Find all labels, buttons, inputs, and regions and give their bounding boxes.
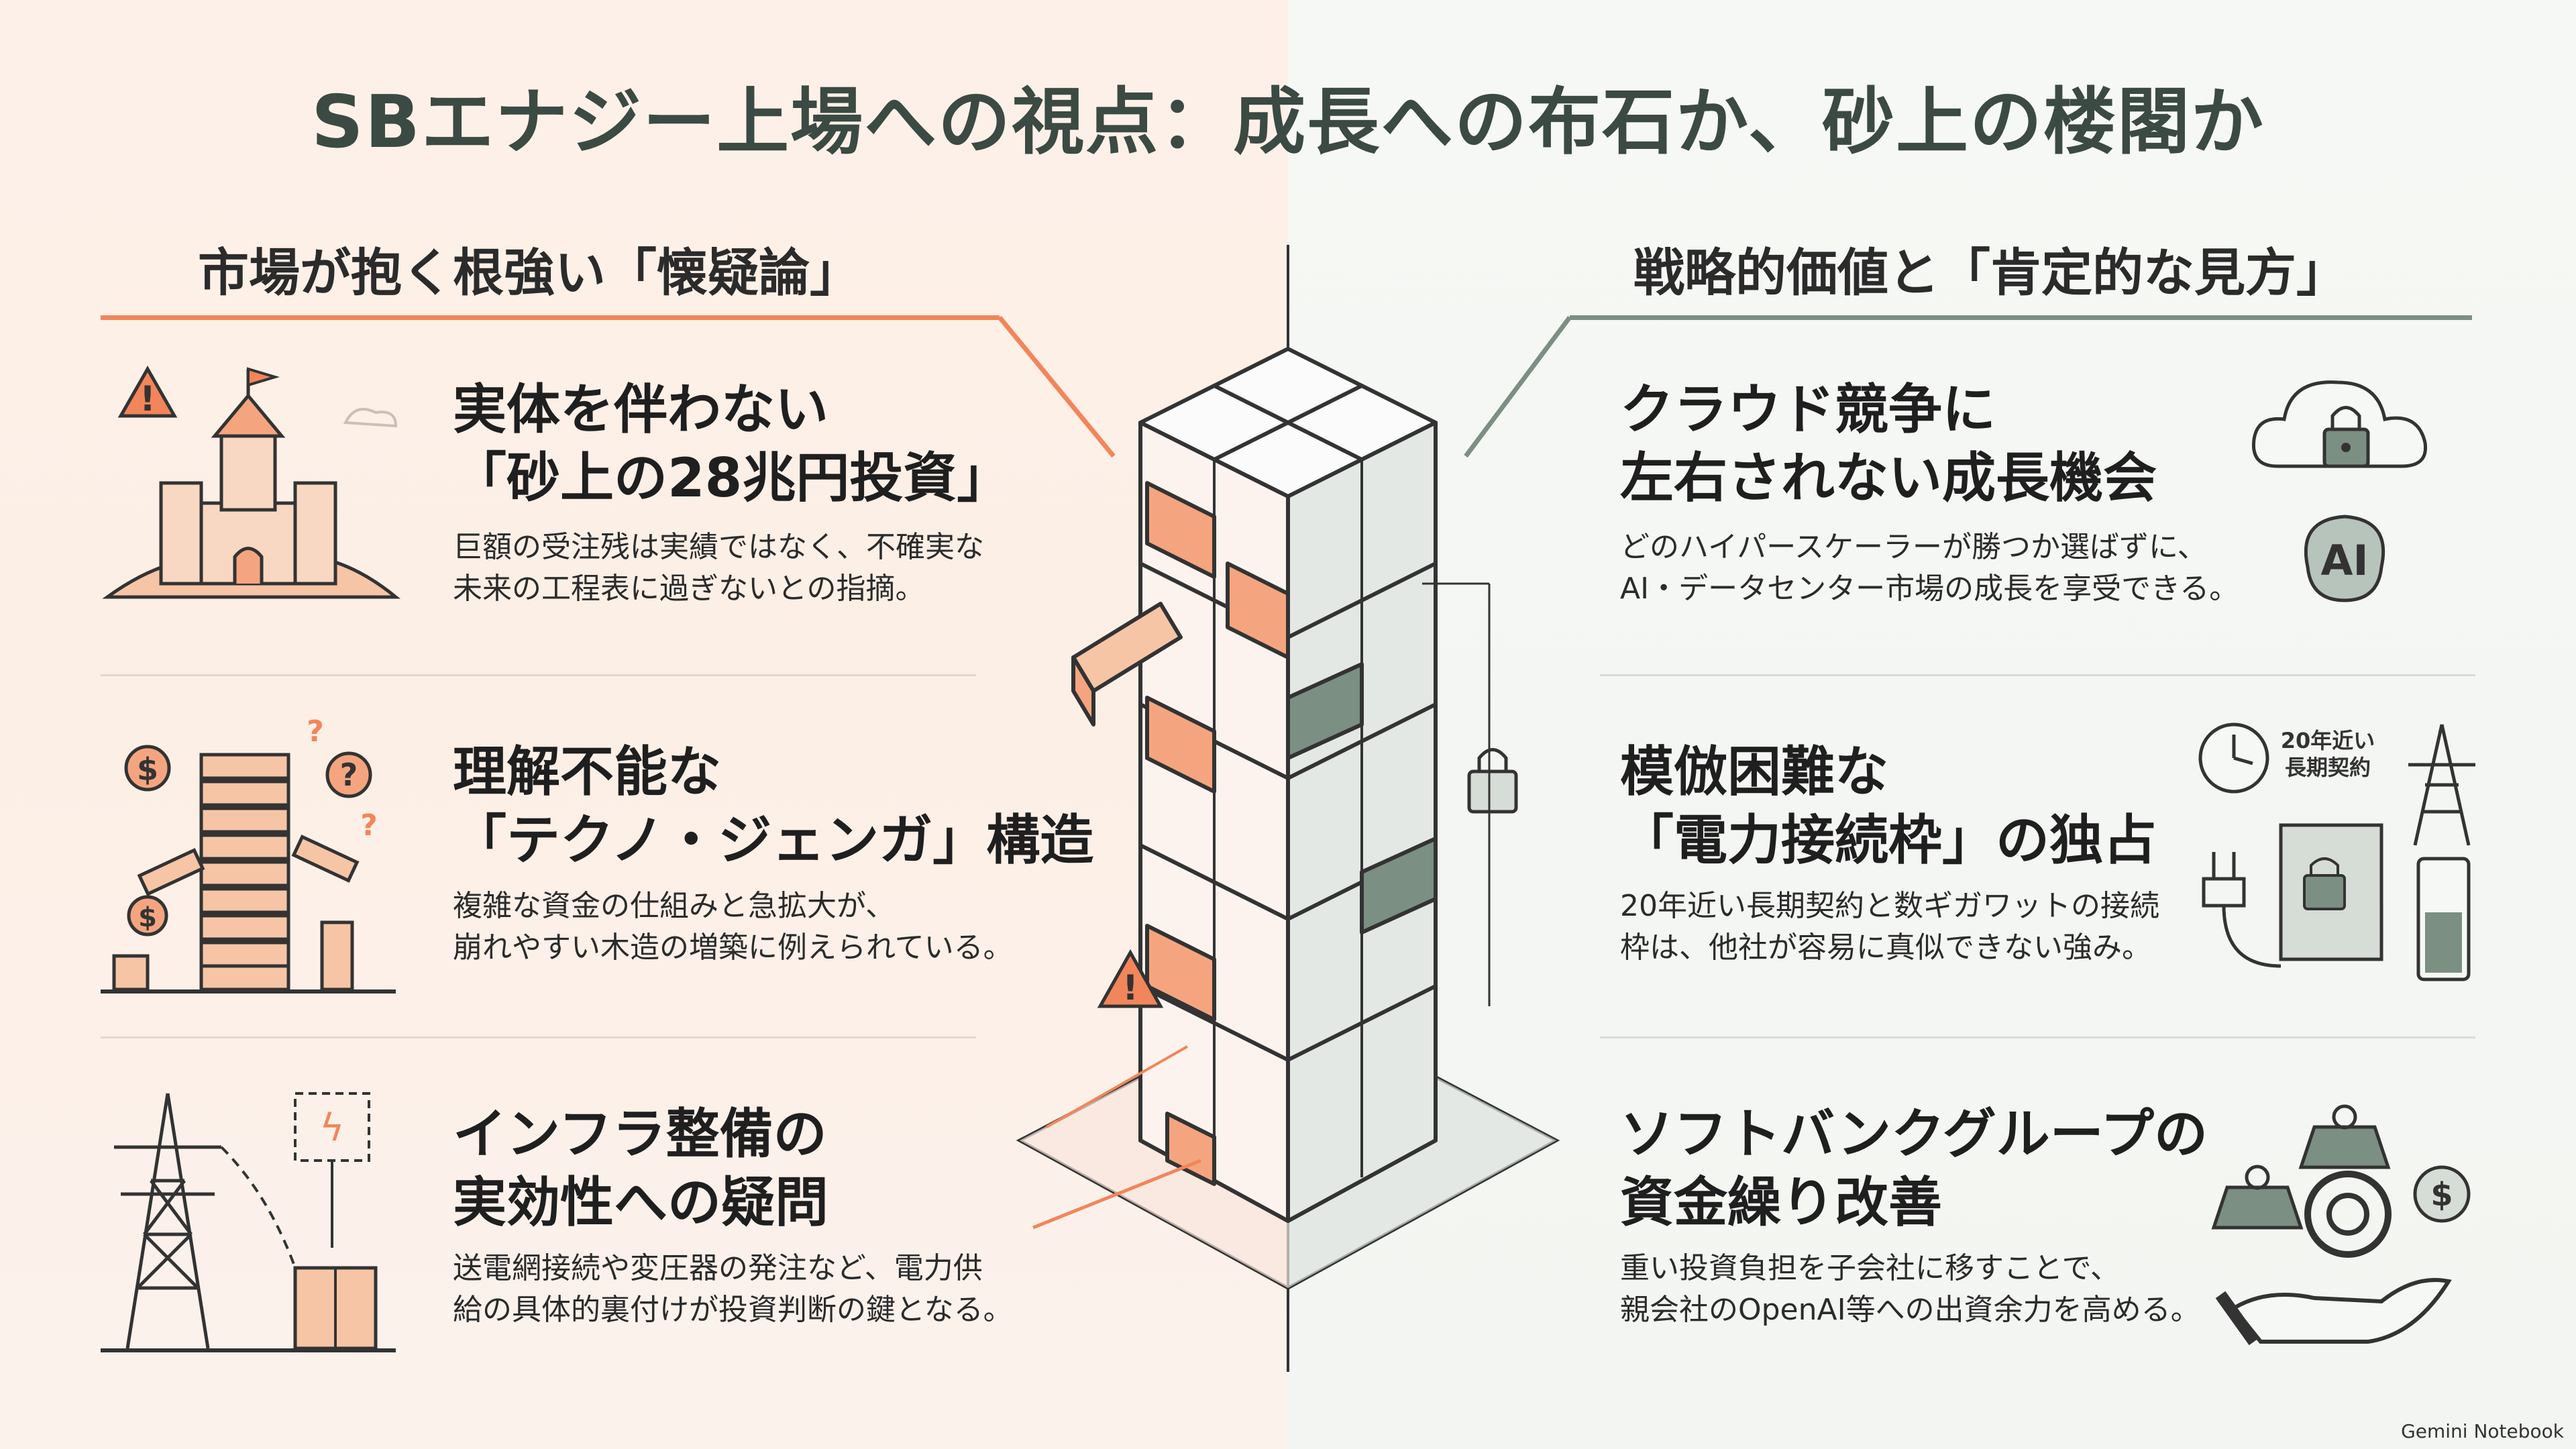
positive-item-2-body-line2: 枠は、他社が容易に真似できない強み。 — [1620, 930, 2151, 965]
positive-item-1-title-line2: 左右されない成長機会 — [1620, 447, 2157, 509]
lightning-mark-text: ϟ — [320, 1106, 345, 1150]
ai-label-text: AI — [2320, 536, 2368, 585]
positive-item-3-title-line1: ソフトバンクグループの — [1620, 1103, 2208, 1165]
page-title: SBエナジー上場への視点：成長への布石か、砂上の楼閣か — [311, 80, 2265, 164]
skeptic-item-3-body-line2: 給の具体的裏付けが投資判断の鍵となる。 — [453, 1293, 1013, 1327]
power-tower-transformer-icon: ϟ — [101, 1092, 396, 1352]
skeptic-item-1-body: 巨額の受注残は実績ではなく、不確実な 未来の工程表に過ぎないとの指摘。 — [453, 527, 984, 610]
watermark: Gemini Notebook — [2401, 1420, 2564, 1442]
positive-divider-1 — [1600, 674, 2475, 676]
jenga-tower-illustration: ! — [1016, 347, 1560, 1290]
skeptic-item-1-body-line1: 巨額の受注残は実績ではなく、不確実な — [453, 530, 984, 564]
weights-hand-openai-icon: $ — [2211, 1104, 2471, 1346]
question-mark-text-1: ? — [340, 757, 358, 793]
skeptic-item-2-title: 理解不能な 「テクノ・ジェンガ」構造 — [453, 738, 1093, 875]
dollar-mark-text-2: $ — [138, 902, 157, 933]
skeptic-item-2-title-line2: 「テクノ・ジェンガ」構造 — [453, 809, 1094, 871]
positive-item-3-body: 重い投資負担を子会社に移すことで、 親会社のOpenAI等への出資余力を高める。 — [1620, 1248, 2200, 1331]
skeptic-item-2-title-line1: 理解不能な — [453, 741, 721, 803]
contract-label-line2: 長期契約 — [2285, 755, 2371, 780]
left-panel-background — [0, 0, 1288, 1449]
positive-item-1-body: どのハイパースケーラーが勝つか選ばずに、 AI・データセンター市場の成長を享受で… — [1620, 527, 2239, 610]
positive-item-3-body-line2: 親会社のOpenAI等への出資余力を高める。 — [1620, 1293, 2200, 1327]
right-panel-background — [1288, 0, 2576, 1449]
skeptic-heading: 市場が抱く根強い「懐疑論」 — [198, 243, 861, 303]
skeptic-divider-2 — [101, 1036, 976, 1038]
skeptic-item-3-title-line1: インフラ整備の — [453, 1103, 827, 1165]
positive-divider-2 — [1600, 1036, 2475, 1038]
alert-mark-text: ! — [140, 379, 156, 419]
skeptic-item-3-title-line2: 実効性への疑問 — [453, 1171, 828, 1234]
positive-item-2-body-line1: 20年近い長期契約と数ギガワットの接続 — [1620, 889, 2159, 923]
cloud-lock-ai-icon: AI — [2251, 380, 2428, 602]
positive-item-3-title: ソフトバンクグループの 資金繰り改善 — [1620, 1100, 2208, 1237]
positive-heading-rule — [1570, 315, 2472, 320]
positive-item-2-body: 20年近い長期契約と数ギガワットの接続 枠は、他社が容易に真似できない強み。 — [1620, 885, 2159, 969]
positive-item-1-body-line1: どのハイパースケーラーが勝つか選ばずに、 — [1620, 530, 2207, 564]
skeptic-item-1-title-line1: 実体を伴わない — [453, 378, 828, 441]
positive-heading: 戦略的価値と「肯定的な見方」 — [1633, 243, 2347, 303]
positive-item-3-body-line1: 重い投資負担を子会社に移すことで、 — [1620, 1251, 2120, 1285]
skeptic-item-2-body: 複雑な資金の仕組みと急拡大が、 崩れやすい木造の増築に例えられている。 — [453, 885, 1013, 969]
skeptic-item-2-body-line1: 複雑な資金の仕組みと急拡大が、 — [453, 889, 896, 923]
tower-alert-mark-text: ! — [1122, 968, 1138, 1008]
positive-item-1-title-line1: クラウド競争に — [1620, 378, 1996, 441]
skeptic-item-3-title: インフラ整備の 実効性への疑問 — [453, 1100, 828, 1237]
jenga-question-icon: $ ? $ ? ? — [101, 714, 396, 994]
skeptic-item-1-body-line2: 未来の工程表に過ぎないとの指摘。 — [453, 572, 925, 606]
positive-item-2-title: 模倣困難な 「電力接続枠」の独占 — [1620, 738, 2157, 875]
positive-item-3-title-line2: 資金繰り改善 — [1620, 1171, 1942, 1234]
positive-item-2-title-line2: 「電力接続枠」の独占 — [1620, 809, 2157, 871]
dollar-mark-text-1: $ — [137, 751, 158, 788]
contract-label-line1: 20年近い — [2281, 728, 2375, 753]
skeptic-item-2-body-line2: 崩れやすい木造の増築に例えられている。 — [453, 930, 1013, 965]
skeptic-item-3-body-line1: 送電網接続や変圧器の発注など、電力供 — [453, 1251, 983, 1285]
dollar-mark-text-3: $ — [2430, 1176, 2453, 1214]
sand-castle-icon: ! — [102, 365, 401, 599]
positive-item-1-body-line2: AI・データセンター市場の成長を享受できる。 — [1620, 572, 2239, 606]
positive-item-1-title: クラウド競争に 左右されない成長機会 — [1620, 376, 2157, 513]
positive-item-2-title-line1: 模倣困難な — [1620, 741, 1888, 803]
question-mark-text-2: ? — [307, 714, 324, 749]
long-term-contract-grid-icon: 20年近い 長期契約 — [2198, 722, 2475, 981]
question-mark-text-3: ? — [360, 808, 378, 843]
skeptic-heading-rule — [101, 315, 1000, 320]
skeptic-divider-1 — [101, 674, 976, 676]
skeptic-item-1-title-line2: 「砂上の28兆円投資」 — [453, 447, 1011, 509]
skeptic-item-1-title: 実体を伴わない 「砂上の28兆円投資」 — [453, 376, 1010, 513]
skeptic-item-3-body: 送電網接続や変圧器の発注など、電力供 給の具体的裏付けが投資判断の鍵となる。 — [453, 1248, 1013, 1331]
